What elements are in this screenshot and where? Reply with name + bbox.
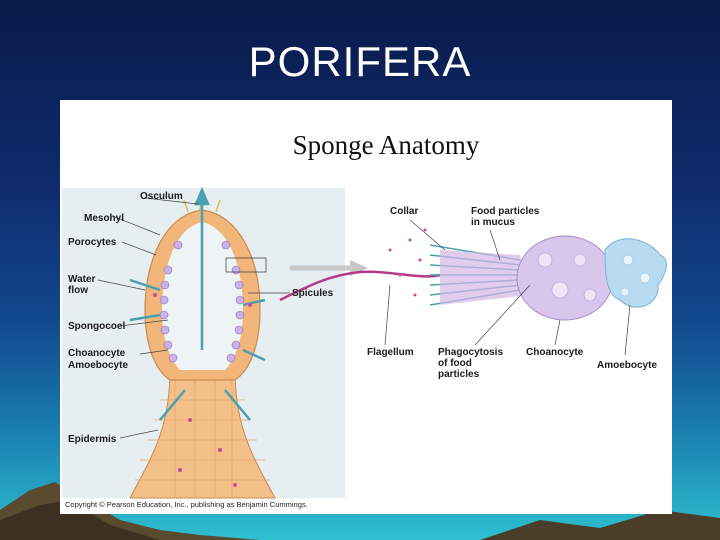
label-spicules: Spicules [292,288,333,299]
collar-shape [440,250,530,305]
label-spongocoel: Spongocoel [68,321,125,332]
label-mesohyl: Mesohyl [84,213,124,224]
label-flagellum: Flagellum [367,347,414,358]
label-food-particles: Food particles in mucus [471,206,539,228]
label-water-flow: Water flow [68,274,95,296]
choanocyte-cell [517,236,613,320]
label-epidermis: Epidermis [68,434,116,445]
label-phagocytosis: Phagocytosis of food particles [438,347,503,380]
label-porocytes: Porocytes [68,237,116,248]
label-amoebocyte-left: Amoebocyte [68,360,128,371]
diagram-panel: Sponge Anatomy [60,100,672,514]
copyright-text: Copyright © Pearson Education, Inc., pub… [65,500,308,509]
label-osculum: Osculum [140,191,183,202]
label-collar: Collar [390,206,418,217]
food-particles-dots [389,229,427,297]
amoebocyte-cell [605,239,666,307]
label-choanocyte-right: Choanocyte [526,347,583,358]
label-choanocyte-left: Choanocyte [68,348,125,359]
slide-title: PORIFERA [0,38,720,86]
sponge-diagram [60,100,672,514]
label-amoebocyte-right: Amoebocyte [597,360,657,371]
